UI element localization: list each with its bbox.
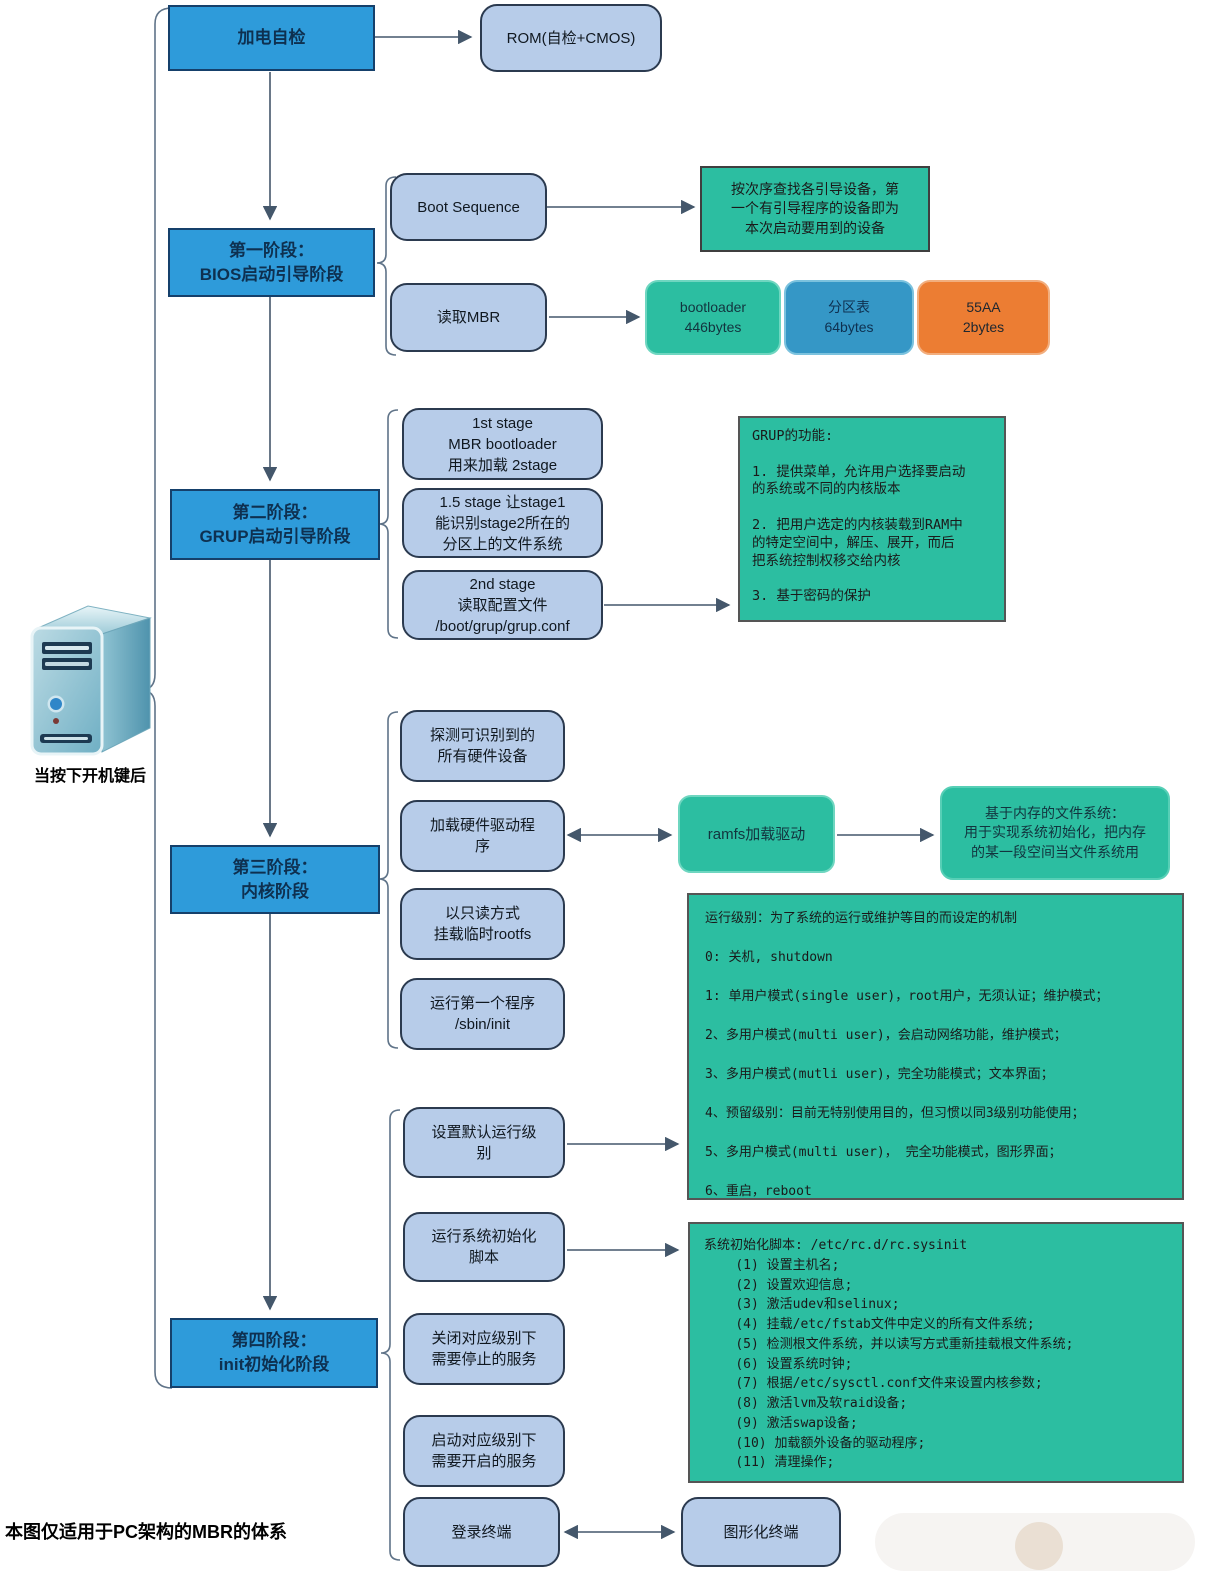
login-terminal-box: 登录终端	[403, 1497, 560, 1567]
rom-box: ROM(自检+CMOS)	[480, 4, 662, 72]
stage2-box: 第二阶段： GRUP启动引导阶段	[170, 489, 380, 560]
computer-tower-icon	[30, 605, 152, 756]
grub-1st-stage-box: 1st stage MBR bootloader 用来加载 2stage	[402, 408, 603, 480]
detect-hardware-box: 探测可识别到的 所有硬件设备	[400, 710, 565, 782]
boot-sequence-box: Boot Sequence	[390, 173, 547, 241]
brace-stage3	[378, 711, 399, 1049]
stage4-box: 第四阶段： init初始化阶段	[170, 1318, 378, 1388]
readonly-rootfs-box: 以只读方式 挂载临时rootfs	[400, 888, 565, 960]
watermark-logo	[1015, 1522, 1063, 1570]
boot-sequence-desc-box: 按次序查找各引导设备，第 一个有引导程序的设备即为 本次启动要用到的设备	[700, 166, 930, 252]
set-default-runlevel-box: 设置默认运行级 别	[403, 1107, 565, 1178]
read-mbr-box: 读取MBR	[390, 283, 547, 352]
stage3-box: 第三阶段： 内核阶段	[170, 845, 380, 914]
brace-stage2	[378, 409, 399, 639]
brace-main	[140, 7, 173, 1389]
sysinit-script-box: 系统初始化脚本: /etc/rc.d/rc.sysinit (1) 设置主机名;…	[688, 1222, 1184, 1483]
load-drivers-box: 加载硬件驱动程 序	[400, 800, 565, 872]
grub-functions-box: GRUP的功能: 1. 提供菜单，允许用户选择要启动 的系统或不同的内核版本 2…	[738, 416, 1006, 622]
ramfs-desc-box: 基于内存的文件系统： 用于实现系统初始化，把内存 的某一段空间当文件系统用	[940, 786, 1170, 880]
mbr-partition-table-box: 分区表 64bytes	[784, 280, 914, 355]
run-first-program-box: 运行第一个程序 /sbin/init	[400, 978, 565, 1050]
mbr-bootloader-box: bootloader 446bytes	[645, 280, 781, 355]
trigger-label: 当按下开机键后	[33, 768, 146, 785]
power-on-self-test-box: 加电自检	[168, 5, 375, 71]
stop-services-box: 关闭对应级别下 需要停止的服务	[403, 1313, 565, 1385]
run-sysinit-script-box: 运行系统初始化 脚本	[403, 1212, 565, 1282]
mbr-55aa-box: 55AA 2bytes	[917, 280, 1050, 355]
grub-2nd-stage-box: 2nd stage 读取配置文件 /boot/grup/grup.conf	[402, 570, 603, 640]
brace-stage4	[380, 1109, 401, 1561]
watermark-pill	[875, 1513, 1195, 1571]
gui-terminal-box: 图形化终端	[681, 1497, 841, 1567]
start-services-box: 启动对应级别下 需要开启的服务	[403, 1415, 565, 1487]
ramfs-box: ramfs加载驱动	[678, 795, 835, 873]
footnote: 本图仅适用于PC架构的MBR的体系	[5, 1522, 287, 1542]
stage1-box: 第一阶段： BIOS启动引导阶段	[168, 228, 375, 297]
grub-1-5-stage-box: 1.5 stage 让stage1 能识别stage2所在的 分区上的文件系统	[402, 488, 603, 558]
runlevels-box: 运行级别：为了系统的运行或维护等目的而设定的机制 0: 关机, shutdown…	[687, 893, 1184, 1200]
